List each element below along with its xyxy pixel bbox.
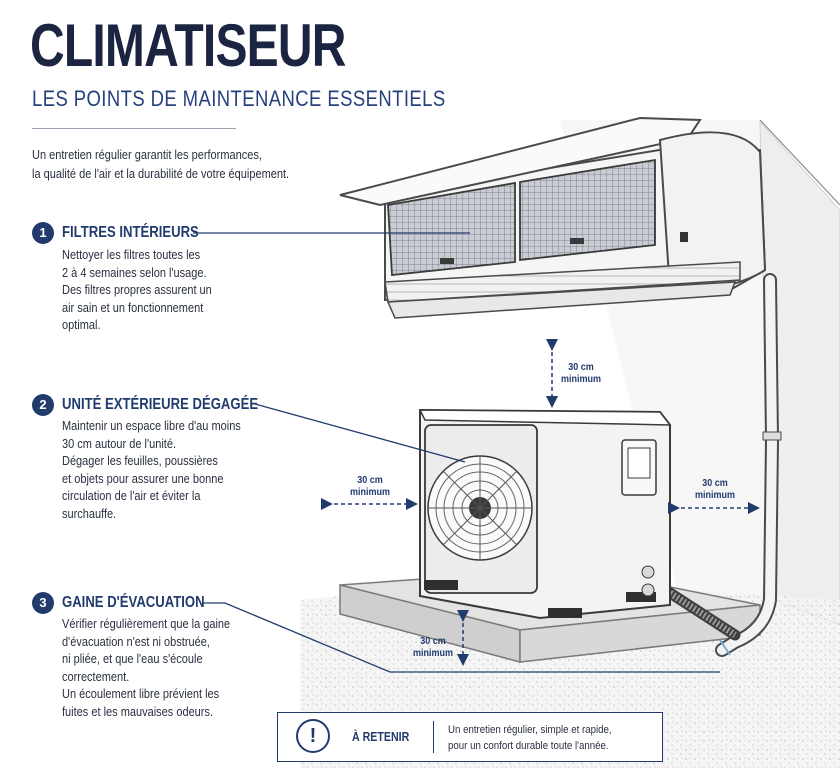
body-line: air sain et un fonctionnement: [62, 300, 204, 315]
body-line: optimal.: [62, 318, 101, 332]
section-number-icon: 3: [32, 592, 54, 614]
body-line: surchauffe.: [62, 506, 117, 521]
reminder-line: pour un confort durable toute l'année.: [448, 740, 609, 752]
section-body-outdoor-unit: Maintenir un espace libre d'au moins 30 …: [62, 418, 241, 523]
reminder-label: À RETENIR: [352, 730, 410, 744]
clearance-label-left: 30 cm minimum: [349, 475, 390, 499]
body-line: 2 à 4 semaines selon l'usage.: [62, 265, 207, 280]
intro-line: la qualité de l'air et la durabilité de …: [32, 167, 290, 181]
intro-line: Un entretien régulier garantit les perfo…: [32, 148, 262, 162]
body-line: Un écoulement libre prévient les: [62, 687, 220, 701]
clearance-value: 30 cm: [357, 475, 383, 486]
body-line: Nettoyer les filtres toutes les: [62, 248, 201, 262]
section-title-filters: FILTRES INTÉRIEURS: [62, 224, 199, 241]
clearance-label-top: 30 cm minimum: [560, 362, 601, 386]
body-line: et objets pour assurer une bonne: [62, 471, 224, 486]
section-title-drain: GAINE D'ÉVACUATION: [62, 594, 205, 611]
reminder-line: Un entretien régulier, simple et rapide,: [448, 724, 612, 736]
body-line: d'évacuation n'est ni obstruée,: [62, 634, 210, 649]
indoor-unit: [339, 116, 767, 319]
body-line: Dégager les feuilles, poussières: [62, 454, 218, 468]
callout-lines: [193, 232, 720, 673]
section-title-outdoor-unit: UNITÉ EXTÉRIEURE DÉGAGÉE: [62, 396, 259, 413]
section-body-drain: Vérifier régulièrement que la gaine d'év…: [62, 616, 230, 721]
clearance-unit: minimum: [349, 487, 390, 498]
page-subtitle: LES POINTS DE MAINTENANCE ESSENTIELS: [32, 86, 446, 111]
body-line: Vérifier régulièrement que la gaine: [62, 617, 231, 631]
section-number-icon: 2: [32, 394, 54, 416]
clearance-unit: minimum: [412, 648, 453, 659]
clearance-unit: minimum: [694, 490, 735, 501]
section-body-filters: Nettoyer les filtres toutes les 2 à 4 se…: [62, 247, 212, 335]
body-line: 30 cm autour de l'unité.: [62, 436, 177, 451]
clearance-label-front: 30 cm minimum: [412, 636, 453, 660]
intro-text: Un entretien régulier garantit les perfo…: [32, 146, 296, 184]
reminder-box: [277, 712, 663, 762]
clearance-label-right: 30 cm minimum: [694, 478, 735, 502]
body-line: Des filtres propres assurent un: [62, 283, 212, 297]
outdoor-unit: [418, 408, 672, 620]
reminder-divider: [433, 721, 434, 753]
section-number-icon: 1: [32, 222, 54, 244]
header-divider: [32, 128, 236, 129]
body-line: fuites et les mauvaises odeurs.: [62, 704, 214, 719]
body-line: circulation de l'air et éviter la: [62, 489, 201, 503]
body-line: Maintenir un espace libre d'au moins: [62, 419, 241, 433]
clearance-arrows: [321, 339, 760, 666]
page-title: CLIMATISEUR: [30, 12, 346, 79]
reminder-text: Un entretien régulier, simple et rapide,…: [448, 722, 612, 754]
clearance-unit: minimum: [560, 374, 601, 385]
body-line: correctement.: [62, 669, 130, 684]
clearance-value: 30 cm: [568, 362, 594, 373]
body-line: ni pliée, et que l'eau s'écoule: [62, 652, 203, 666]
clearance-value: 30 cm: [420, 636, 446, 647]
exclamation-circle-icon: !: [296, 719, 330, 753]
pipe-conduit: [715, 273, 782, 657]
clearance-value: 30 cm: [702, 478, 728, 489]
